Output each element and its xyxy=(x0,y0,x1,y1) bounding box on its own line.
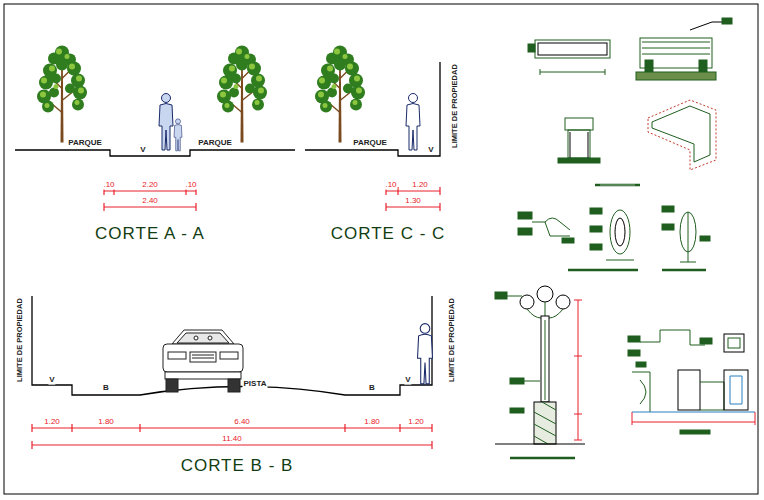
dimension: 6.40 xyxy=(233,418,251,427)
zone-label: V xyxy=(427,146,434,155)
boundary-label: LIMITE DE PROPIEDAD xyxy=(451,63,459,149)
dimension: .10 xyxy=(184,181,197,190)
zone-label: V xyxy=(48,376,55,385)
section-b xyxy=(32,296,432,449)
zone-label: V xyxy=(139,146,146,155)
dimension: 1.20 xyxy=(43,418,61,427)
car-front xyxy=(163,330,243,392)
zone-label: PARQUE xyxy=(67,139,103,148)
boundary-label: LIMITE DE PROPIEDAD xyxy=(16,297,24,383)
dimension: .10 xyxy=(384,181,397,190)
dimension: 11.40 xyxy=(221,435,242,444)
bench-details xyxy=(528,18,732,185)
dimension: 1.30 xyxy=(404,197,422,206)
zone-label: B xyxy=(368,384,376,393)
zone-label: PARQUE xyxy=(352,139,388,148)
section-title: CORTE A - A xyxy=(94,225,206,244)
zone-label: V xyxy=(404,376,411,385)
section-c xyxy=(305,46,440,212)
section-a xyxy=(15,46,295,212)
sheet-frame xyxy=(4,4,758,494)
dimension: 2.20 xyxy=(141,181,159,190)
section-title: CORTE B - B xyxy=(180,457,295,476)
boundary-label: LIMITE DE PROPIEDAD xyxy=(448,297,456,383)
planter-detail xyxy=(628,330,755,434)
dimension: 1.80 xyxy=(97,418,115,427)
dimension: 1.80 xyxy=(363,418,381,427)
dimension: 1.20 xyxy=(407,418,425,427)
zone-label: B xyxy=(102,384,110,393)
dimension: .10 xyxy=(102,181,115,190)
lamp-post-detail xyxy=(495,286,585,458)
zone-label: PISTA xyxy=(243,380,268,389)
dimension: 1.20 xyxy=(411,181,429,190)
fixture-details xyxy=(518,206,710,270)
dimension: 2.40 xyxy=(141,197,159,206)
section-title: CORTE C - C xyxy=(330,225,447,244)
zone-label: PARQUE xyxy=(197,139,233,148)
